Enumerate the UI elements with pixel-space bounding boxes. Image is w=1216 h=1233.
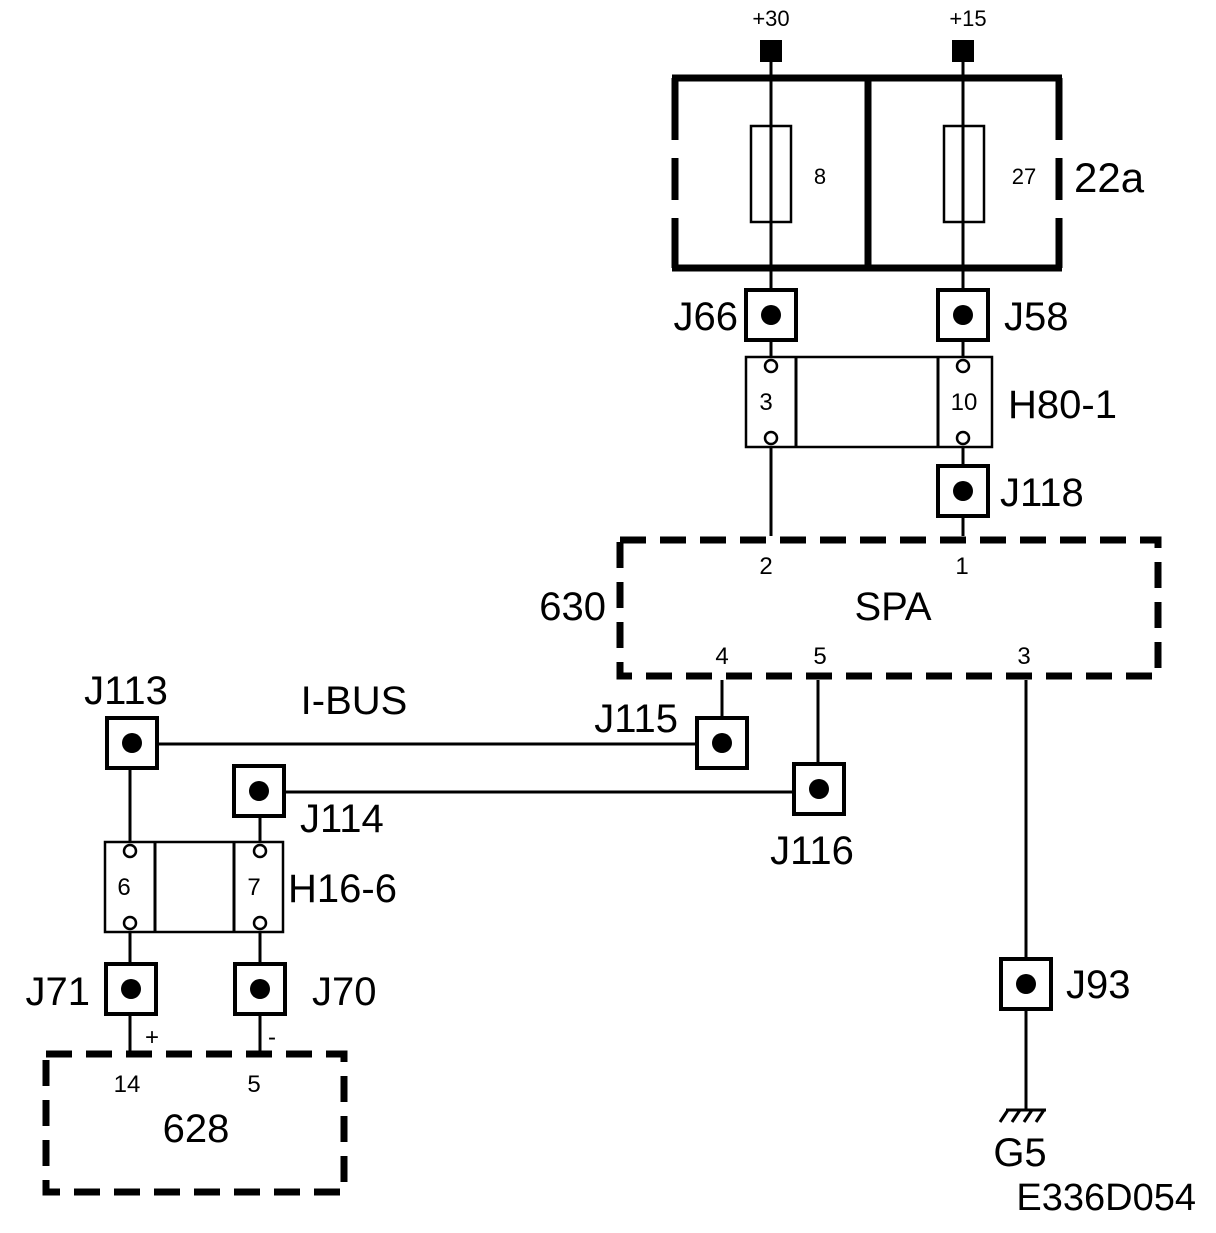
module-628-id: 628 <box>163 1107 230 1151</box>
label-plus30: +30 <box>752 6 789 31</box>
svg-text:10: 10 <box>951 389 978 416</box>
connector-j66: J66 <box>674 288 798 342</box>
svg-text:+: + <box>145 1024 159 1051</box>
svg-text:J58: J58 <box>1004 295 1069 339</box>
module-628: 628 14 5 + - <box>42 1024 348 1196</box>
fuse-8-label: 8 <box>814 164 826 189</box>
connector-h80-1: 3 10 H80-1 <box>744 355 1117 449</box>
connector-j118: J118 <box>936 464 1084 518</box>
svg-text:5: 5 <box>247 1071 260 1098</box>
svg-text:2: 2 <box>759 553 772 580</box>
connector-j70: J70 <box>233 962 377 1016</box>
svg-text:J115: J115 <box>594 697 678 741</box>
svg-text:J118: J118 <box>1000 471 1084 515</box>
fusebox-22a: 8 27 22a <box>671 74 1145 272</box>
connector-j115: J115 <box>594 697 749 770</box>
connector-j93: J93 <box>999 957 1131 1011</box>
svg-text:J71: J71 <box>26 970 91 1014</box>
fusebox-label: 22a <box>1074 154 1145 201</box>
svg-text:4: 4 <box>715 643 728 670</box>
spa-id: 630 <box>539 585 606 629</box>
svg-text:1: 1 <box>955 553 968 580</box>
spa-name: SPA <box>854 585 931 629</box>
svg-text:3: 3 <box>759 389 772 416</box>
svg-text:6: 6 <box>117 874 130 901</box>
svg-text:J66: J66 <box>674 295 739 339</box>
h80-label: H80-1 <box>1008 383 1117 427</box>
terminal-plus30: +30 <box>752 6 790 62</box>
connector-h16-6: 6 7 H16-6 <box>103 840 397 934</box>
svg-text:14: 14 <box>114 1071 141 1098</box>
label-plus15: +15 <box>949 6 986 31</box>
connector-j58: J58 <box>936 288 1069 342</box>
ground-g5: G5 <box>993 1108 1047 1175</box>
svg-text:5: 5 <box>813 643 826 670</box>
ground-label: G5 <box>993 1131 1046 1175</box>
svg-text:J114: J114 <box>300 797 384 841</box>
ibus-label: I-BUS <box>301 679 408 723</box>
fuse-27-label: 27 <box>1012 164 1036 189</box>
svg-text:J93: J93 <box>1066 963 1131 1007</box>
connector-j71: J71 <box>26 962 158 1016</box>
connector-j116: J116 <box>770 762 854 873</box>
svg-text:-: - <box>268 1024 276 1051</box>
svg-text:3: 3 <box>1017 643 1030 670</box>
connector-j114: J114 <box>232 764 384 841</box>
terminal-plus15: +15 <box>949 6 987 62</box>
svg-text:J116: J116 <box>770 829 854 873</box>
diagram-code: E336D054 <box>1016 1177 1196 1219</box>
h16-label: H16-6 <box>288 867 397 911</box>
connector-j113: J113 <box>84 669 168 770</box>
svg-text:J113: J113 <box>84 669 168 713</box>
svg-text:J70: J70 <box>312 970 377 1014</box>
module-spa: SPA 630 2 1 4 5 3 <box>539 536 1162 680</box>
svg-text:7: 7 <box>247 874 260 901</box>
